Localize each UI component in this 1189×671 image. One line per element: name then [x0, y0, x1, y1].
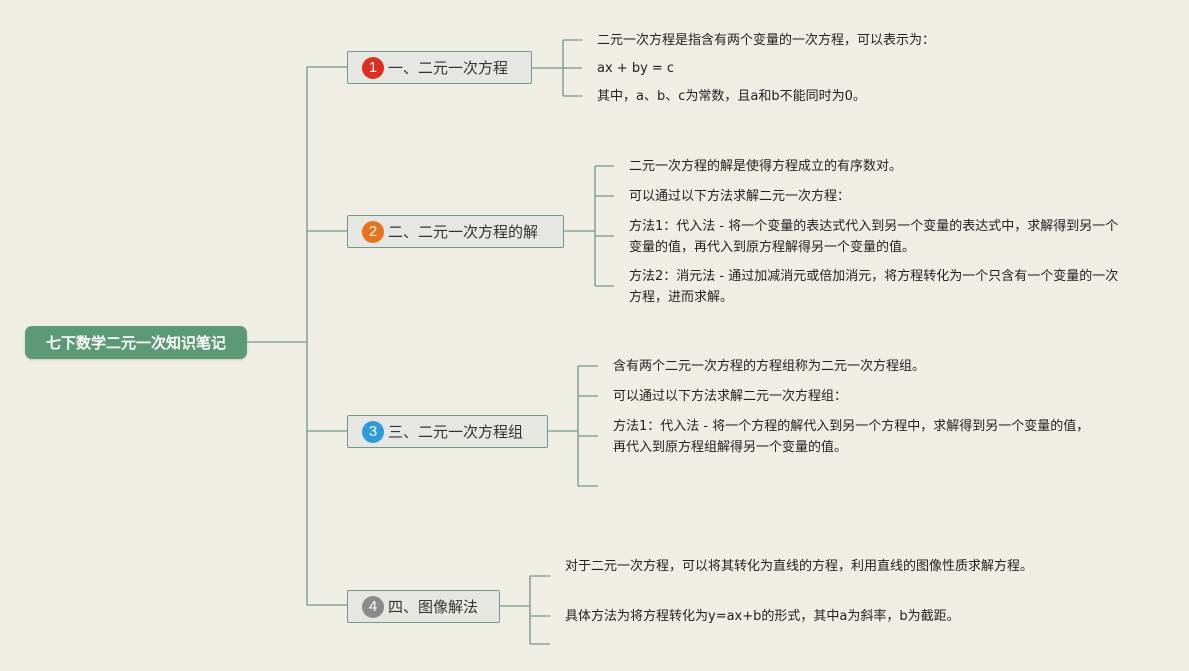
leaf-2-1[interactable]: 二元一次方程的解是使得方程成立的有序数对。: [629, 159, 903, 174]
branch-topic-4[interactable]: 4 四、图像解法: [347, 590, 500, 623]
leaf-4-2[interactable]: 具体方法为将方程转化为y=ax+b的形式，其中a为斜率，b为截距。: [565, 609, 960, 624]
leaf-3-2[interactable]: 可以通过以下方法求解二元一次方程组：: [613, 389, 848, 404]
branch-topic-3[interactable]: 3 三、二元一次方程组: [347, 415, 548, 448]
leaf-1-1[interactable]: 二元一次方程是指含有两个变量的一次方程，可以表示为：: [597, 33, 936, 48]
branch-topic-1[interactable]: 1 一、二元一次方程: [347, 51, 532, 84]
root-topic[interactable]: 七下数学二元一次知识笔记: [25, 326, 247, 359]
leaf-1-3[interactable]: 其中，a、b、c为常数，且a和b不能同时为0。: [597, 89, 866, 104]
leaf-2-4[interactable]: 方法2：消元法 - 通过加减消元或倍加消元，将方程转化为一个只含有一个变量的一次…: [629, 269, 1119, 305]
leaf-2-3[interactable]: 方法1：代入法 - 将一个变量的表达式代入到另一个变量的表达式中，求解得到另一个…: [629, 219, 1119, 255]
root-topic-label: 七下数学二元一次知识笔记: [45, 334, 226, 352]
number-3-badge-icon: 3: [362, 420, 384, 443]
leaf-3-3[interactable]: 方法1：代入法 - 将一个方程的解代入到另一个方程中，求解得到另一个变量的值，再…: [613, 419, 1090, 455]
branch-topic-3-label: 三、二元一次方程组: [388, 423, 524, 441]
branch-topic-1-label: 一、二元一次方程: [388, 59, 509, 77]
number-1-badge-icon: 1: [362, 56, 384, 79]
branch-topic-4-label: 四、图像解法: [388, 598, 479, 616]
number-2-badge-icon: 2: [362, 220, 384, 243]
number-4-badge-icon: 4: [362, 595, 384, 618]
leaf-3-1[interactable]: 含有两个二元一次方程的方程组称为二元一次方程组。: [613, 359, 926, 374]
leaf-4-1[interactable]: 对于二元一次方程，可以将其转化为直线的方程，利用直线的图像性质求解方程。: [565, 559, 1034, 574]
branch-topic-2-label: 二、二元一次方程的解: [388, 223, 539, 241]
leaf-2-2[interactable]: 可以通过以下方法求解二元一次方程：: [629, 189, 851, 204]
branch-topic-2[interactable]: 2 二、二元一次方程的解: [347, 215, 564, 248]
leaf-1-2[interactable]: ax + by = c: [597, 61, 675, 76]
